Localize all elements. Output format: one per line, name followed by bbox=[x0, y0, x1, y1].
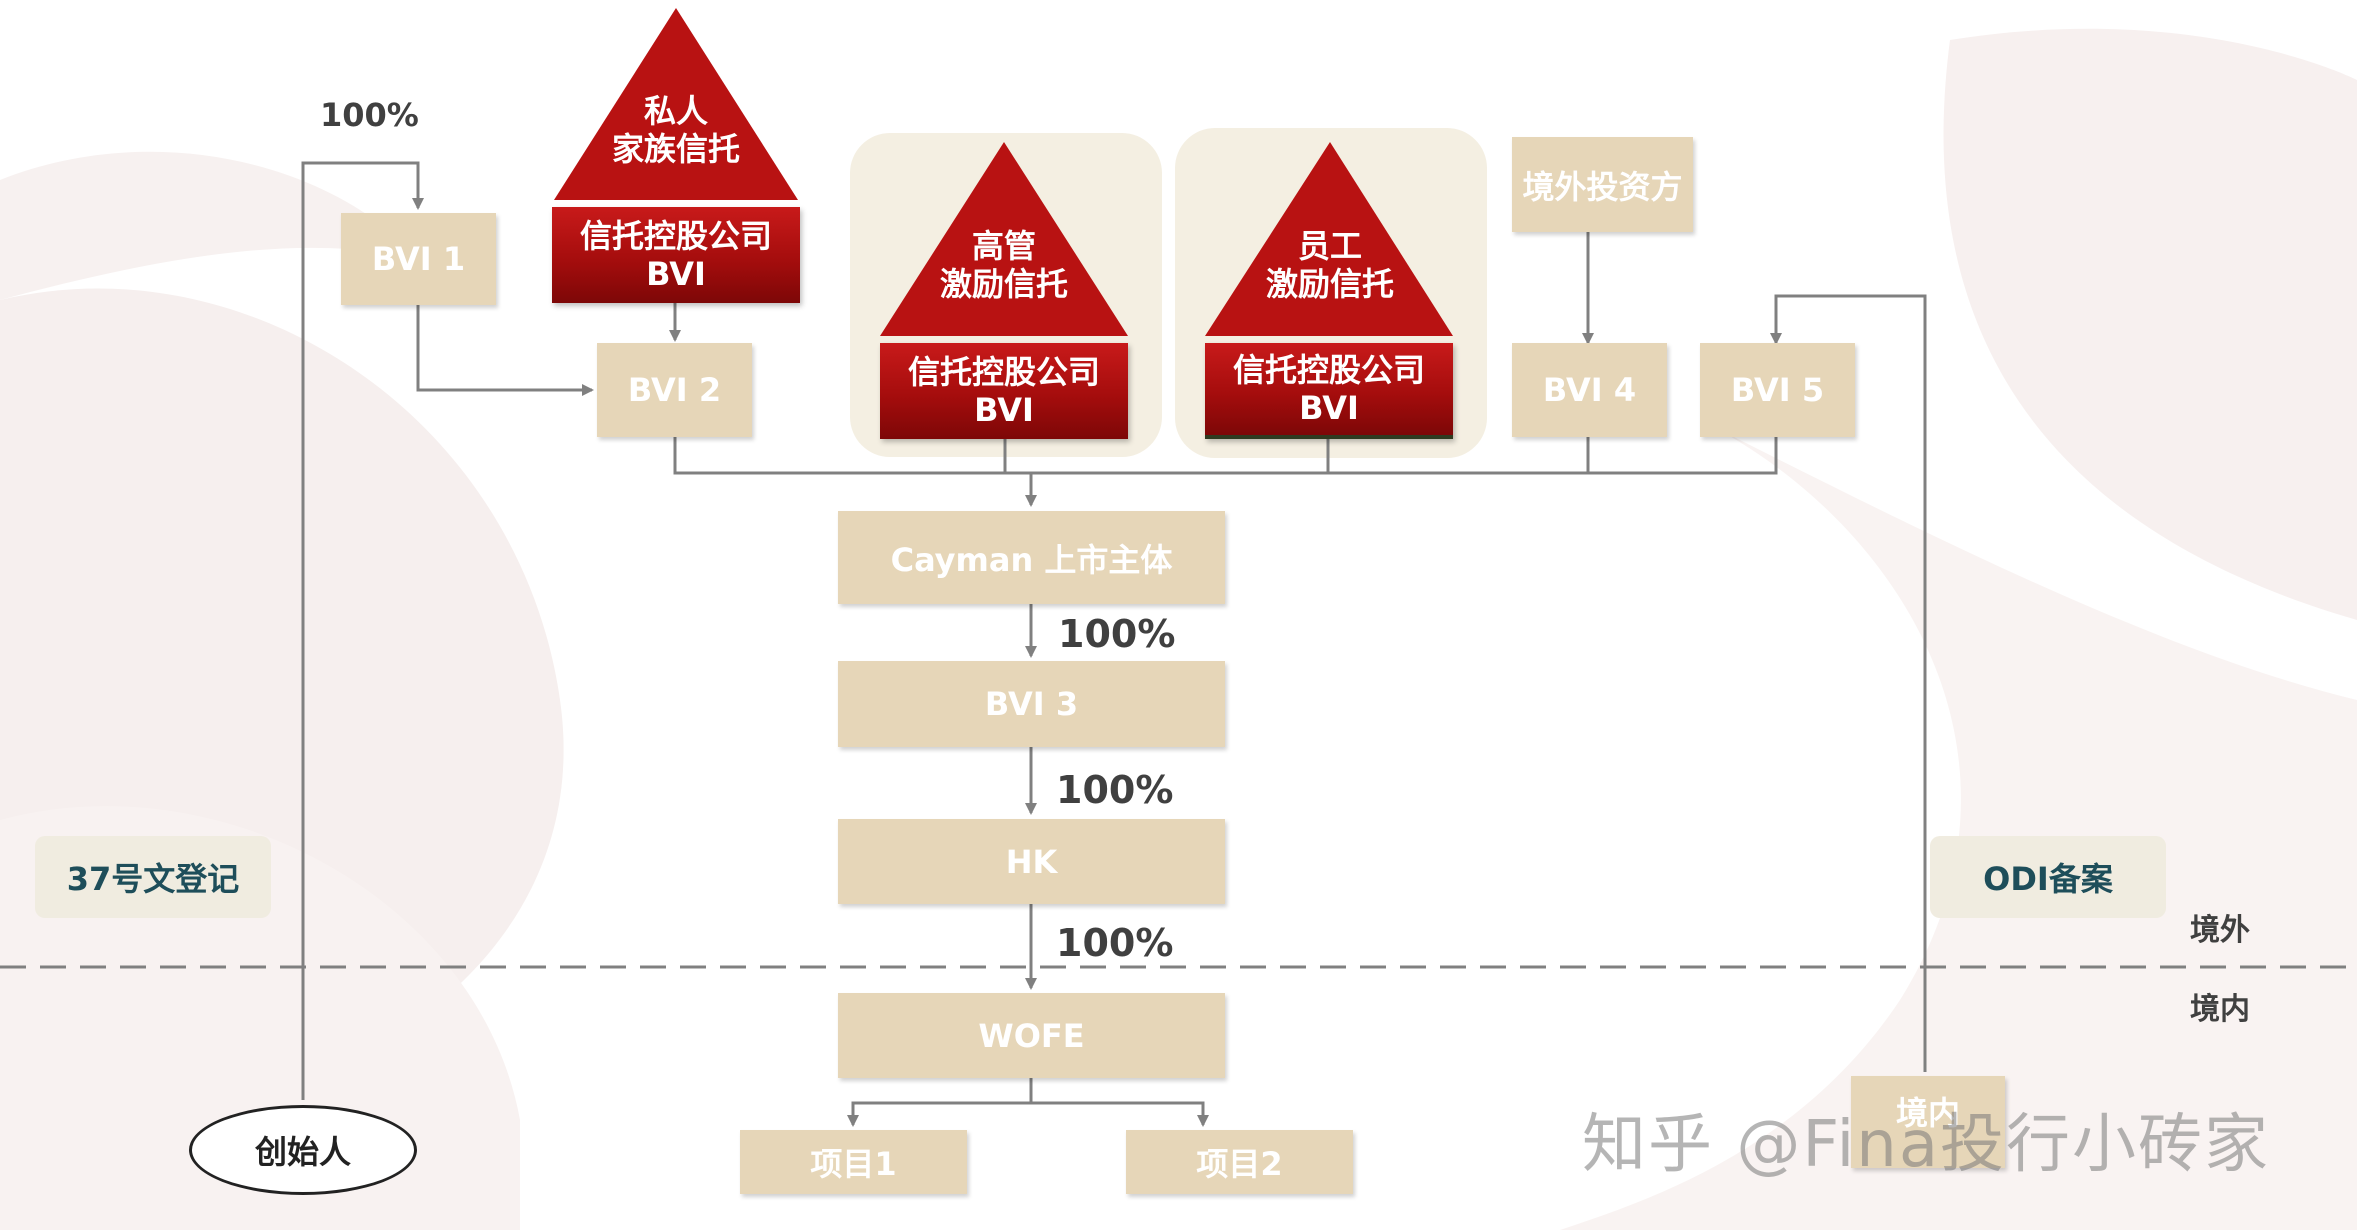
overseas-investor-box: 境外投资方 bbox=[1512, 137, 1693, 232]
bvi4-box: BVI 4 bbox=[1512, 343, 1667, 437]
founder-node: 创始人 bbox=[189, 1105, 417, 1195]
family-trust-triangle bbox=[554, 8, 798, 200]
management-trust-title: 高管 激励信托 bbox=[939, 227, 1068, 303]
pct-hk-wofe: 100% bbox=[1056, 921, 1174, 965]
domestic-region-label: 境内 bbox=[2190, 992, 2250, 1027]
circular37-registration-tag: 37号文登记 bbox=[35, 836, 271, 918]
family-trust-title: 私人 家族信托 bbox=[611, 92, 740, 168]
wofe-box: WOFE bbox=[838, 993, 1225, 1078]
zhihu-watermark: 知乎 @Fina投行小砖家 bbox=[1582, 1108, 2271, 1182]
bvi5-box: BVI 5 bbox=[1700, 343, 1855, 437]
cayman-listing-entity-box: Cayman 上市主体 bbox=[838, 511, 1225, 604]
employee-trust-holding-bvi: 信托控股公司 BVI bbox=[1205, 343, 1453, 439]
project2-box: 项目2 bbox=[1126, 1130, 1353, 1194]
bvi1-box: BVI 1 bbox=[341, 213, 496, 305]
employee-trust-title: 员工 激励信托 bbox=[1265, 227, 1394, 303]
overseas-region-label: 境外 bbox=[2190, 913, 2250, 948]
project1-box: 项目1 bbox=[740, 1130, 967, 1194]
family-trust-holding-bvi: 信托控股公司 BVI bbox=[552, 207, 800, 303]
management-trust-triangle bbox=[880, 142, 1128, 336]
hk-box: HK bbox=[838, 819, 1225, 904]
employee-trust-triangle bbox=[1205, 142, 1453, 336]
pct-cayman-bvi3: 100% bbox=[1058, 612, 1176, 656]
pct-founder-bvi1: 100% bbox=[320, 96, 419, 134]
odi-filing-tag: ODI备案 bbox=[1930, 836, 2166, 918]
management-trust-holding-bvi: 信托控股公司 BVI bbox=[880, 343, 1128, 439]
bvi2-box: BVI 2 bbox=[597, 343, 752, 437]
bvi3-box: BVI 3 bbox=[838, 661, 1225, 747]
domestic-box: 境内 bbox=[1851, 1076, 2005, 1168]
pct-bvi3-hk: 100% bbox=[1056, 768, 1174, 812]
